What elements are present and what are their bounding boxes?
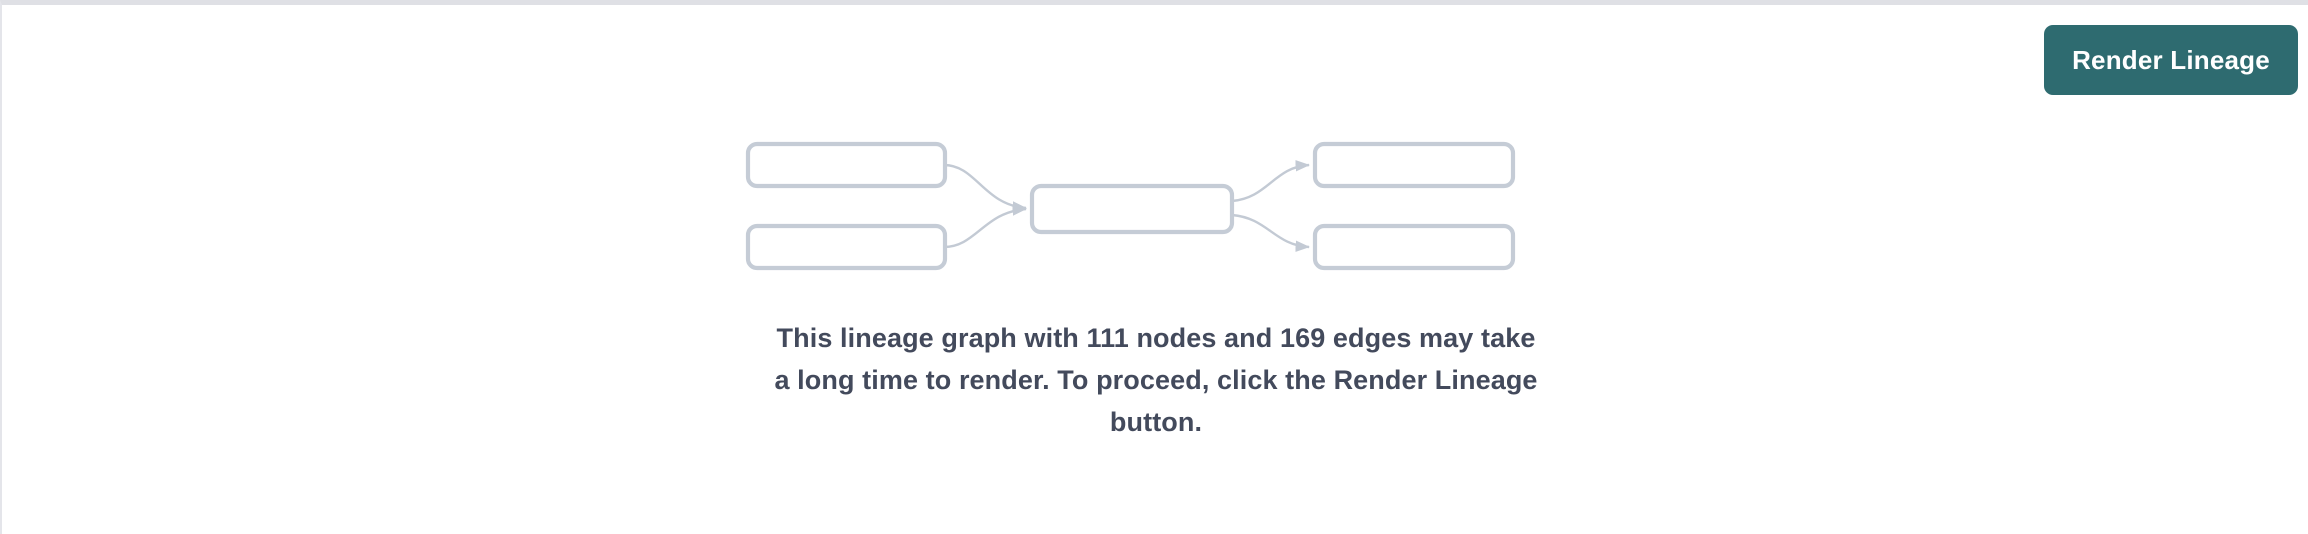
- placeholder-edge-downstream-2: [1231, 213, 1310, 252]
- placeholder-node-upstream-2: [745, 223, 948, 271]
- placeholder-node-downstream-1: [1312, 141, 1516, 189]
- lineage-empty-message: This lineage graph with 111 nodes and 16…: [774, 323, 1538, 437]
- placeholder-node-downstream-2: [1312, 223, 1516, 271]
- placeholder-node-upstream-1: [745, 141, 948, 189]
- render-lineage-button[interactable]: Render Lineage: [2044, 25, 2298, 95]
- placeholder-node-group: [745, 141, 1516, 271]
- placeholder-edge-upstream-2: [943, 204, 1027, 249]
- placeholder-edge-upstream-1: [943, 163, 1027, 213]
- render-lineage-button-label: Render Lineage: [2072, 44, 2270, 75]
- placeholder-edge-group: [943, 160, 1310, 252]
- placeholder-node-focal: [1029, 183, 1235, 235]
- placeholder-lineage-diagram: [745, 141, 1516, 271]
- lineage-empty-state: This lineage graph with 111 nodes and 16…: [2, 105, 2308, 443]
- placeholder-edge-downstream-1: [1231, 160, 1310, 203]
